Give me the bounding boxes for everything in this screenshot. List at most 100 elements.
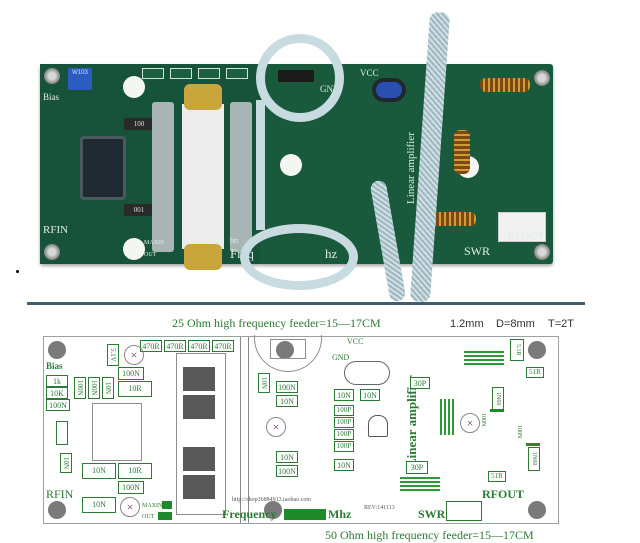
diode-band [526, 443, 540, 446]
silk-url: htt [230, 236, 239, 245]
silk-maxin: MAXIN [144, 240, 165, 246]
trimmer-icon: × [460, 413, 480, 433]
screw-icon [534, 244, 550, 260]
silk-swr: SWR [464, 244, 491, 258]
zener-diode: 5.1V [107, 344, 119, 366]
capacitor-10n: 10N [360, 389, 380, 401]
smd-resistor [198, 68, 220, 79]
mount-hole [264, 501, 282, 519]
capacitor-100p: 100P [334, 441, 354, 452]
mosfet-pad [183, 475, 215, 499]
capacitor-10n: 10N [334, 459, 354, 471]
diode-1n60: 1N60 [528, 447, 540, 471]
capacitor-100n: 100N [118, 367, 144, 380]
swr-connector-outline [446, 501, 482, 521]
silk-rfout: RFOUT [508, 230, 545, 242]
input-transformer [80, 136, 126, 200]
label-rfin: RFIN [46, 487, 74, 501]
capacitor-100n: 100N [88, 377, 100, 399]
choke-capacitor [376, 82, 402, 98]
label-frequency: Frequency [222, 507, 277, 521]
electrolytic-cap-outline [368, 415, 388, 437]
feeder-cable-25ohm [240, 224, 358, 290]
resistor-10k: 10K [46, 387, 68, 399]
capacitor-10n: 10N [258, 373, 270, 393]
coil-spec-diameter: D=8mm [496, 318, 535, 330]
copper-pad [152, 102, 174, 252]
mount-hole [528, 341, 546, 359]
resistor-1k: 1k [46, 375, 68, 387]
capacitor-10n: 10N [276, 395, 298, 407]
capacitor-100n: 100N [118, 481, 144, 494]
silk-linear-amplifier: Linear amplifier [405, 132, 417, 204]
screw-icon [534, 70, 550, 86]
silk-bias: Bias [43, 92, 60, 102]
pcb-input-section [40, 64, 260, 264]
annotation-25ohm-feeder: 25 Ohm high frequency feeder=15—17CM [172, 316, 381, 330]
capacitor-30p: 30P [406, 461, 428, 474]
silk-rfin: RFIN [43, 224, 69, 236]
resistor-5-1r: 5.1R [510, 339, 524, 361]
capacitor-100p: 100P [334, 417, 354, 428]
capacitor-100n: 100N [46, 399, 70, 411]
divider-line [27, 302, 585, 305]
mosfet-footprint [176, 353, 226, 515]
capacitor-100p: 100P [334, 429, 354, 440]
label-mhz: Mhz [328, 507, 352, 521]
resistor-51r: 51R [526, 367, 544, 378]
output-coil-icon [400, 475, 440, 491]
mount-hole [48, 501, 66, 519]
mount-hole [280, 154, 302, 176]
capacitor-10n: 10N [82, 497, 116, 513]
mosfet-flange [184, 84, 222, 110]
label-gnd: GND [332, 353, 350, 362]
capacitor-10n: 10N [276, 451, 298, 463]
label-bias: Bias [46, 361, 63, 371]
label-maxin: MAXIN [142, 503, 163, 509]
capacitor-10n: 10N [334, 389, 354, 401]
mosfet-flange [184, 244, 222, 270]
label-rev: REV:141113 [364, 505, 395, 511]
label-swr: SWR [418, 507, 446, 521]
copper-pad [230, 102, 252, 252]
out-pad [158, 512, 172, 520]
transformer-outline [92, 403, 142, 461]
capacitor-10n: 10N [60, 453, 72, 473]
mount-hole [123, 238, 145, 260]
screw-icon [44, 68, 60, 84]
label-out: OUT [142, 514, 155, 520]
capacitor-100n: 100N [516, 421, 524, 443]
resistor-100: 100 [124, 118, 154, 130]
pcb-silkscreen-layout: Bias RFIN 470R 470R 470R 470R 1k 10K 100… [43, 335, 559, 524]
bias-potentiometer: W103 [68, 68, 92, 90]
capacitor-100n: 100N [276, 465, 298, 477]
capacitor-30p: 30P [410, 377, 430, 389]
output-coil-icon [464, 349, 504, 365]
silk-vcc: VCC [360, 68, 379, 78]
resistor-51r: 51R [488, 471, 506, 482]
capacitor-100n: 100N [276, 381, 298, 393]
output-coil [426, 212, 476, 226]
capacitor-10n: 10N [82, 463, 116, 479]
diode-band [490, 409, 504, 412]
mount-hole [528, 501, 546, 519]
ferrite-bead-outline [344, 361, 390, 385]
diode-1n60: 1N60 [492, 387, 504, 411]
rf-mosfet [182, 84, 224, 270]
label-rfout: RFOUT [482, 487, 524, 501]
resistor-470r: 470R [188, 340, 210, 352]
resistor-470r: 470R [164, 340, 186, 352]
capacitor-100n: 100N [480, 409, 488, 431]
trimmer-icon: × [120, 497, 140, 517]
mosfet-pad [183, 395, 215, 419]
mosfet-pad [183, 447, 215, 471]
feeder-cable-25ohm [256, 100, 265, 230]
frequency-fill-field [284, 509, 326, 520]
smd-resistor [226, 68, 248, 79]
bullet-dot [16, 270, 19, 273]
capacitor-001: 001 [124, 204, 154, 216]
smd-resistor [170, 68, 192, 79]
mount-hole [123, 76, 145, 98]
mosfet-pad [183, 367, 215, 391]
swr-connector [498, 212, 546, 242]
